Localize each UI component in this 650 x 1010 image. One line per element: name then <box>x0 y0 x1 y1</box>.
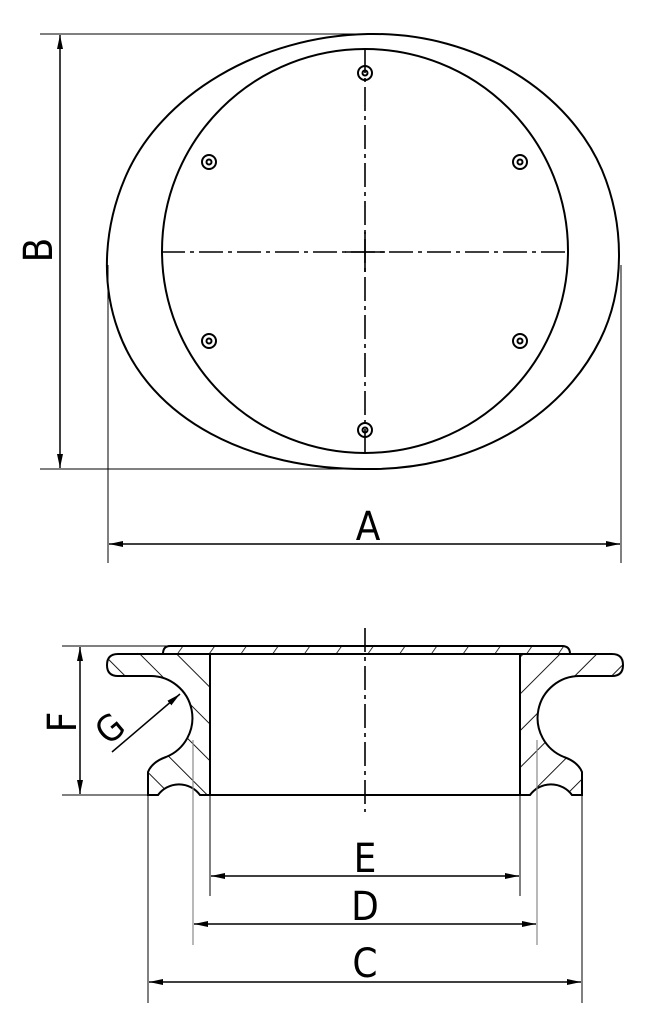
bolt-hole-icon <box>201 154 217 170</box>
outer-outline <box>105 32 620 471</box>
dimension-label-e: E <box>354 836 377 882</box>
dimension-label-a: A <box>356 504 381 550</box>
dimension-label-b: B <box>16 238 62 263</box>
dimension-label-d: D <box>351 884 379 930</box>
section-view: F G E D C <box>40 628 625 1003</box>
bolt-hole-icon <box>512 333 528 349</box>
top-plate <box>161 645 572 655</box>
left-body-section <box>105 653 211 796</box>
dimension-label-f: F <box>40 712 86 733</box>
bolt-hole-icon <box>512 154 528 170</box>
top-view: B A <box>16 32 622 563</box>
bolt-hole-icon <box>357 65 373 81</box>
dimension-line-g <box>111 693 181 753</box>
bolt-hole-icon <box>357 422 373 438</box>
dimension-label-c: C <box>352 941 377 987</box>
bolt-holes <box>201 65 528 438</box>
right-body-section <box>519 653 625 796</box>
dimension-label-g: G <box>88 705 134 753</box>
bolt-hole-icon <box>201 333 217 349</box>
